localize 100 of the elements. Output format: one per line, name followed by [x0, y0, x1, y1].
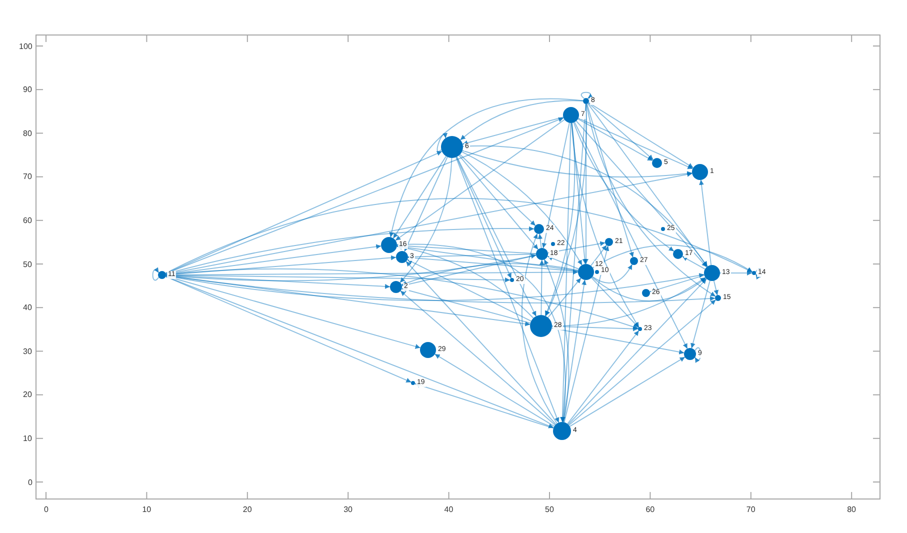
arrow	[574, 122, 688, 350]
arrow	[414, 382, 554, 429]
axis-tick-label: 60	[23, 216, 32, 225]
arrow	[401, 263, 579, 286]
node-marker	[578, 264, 594, 280]
arrow	[456, 156, 537, 317]
arrow	[592, 244, 753, 272]
arrow	[578, 118, 694, 170]
arrow	[544, 259, 570, 423]
node-marker	[752, 271, 756, 275]
arrow	[406, 260, 556, 425]
node-marker	[396, 251, 408, 263]
arrow	[165, 198, 753, 274]
arrow	[400, 290, 556, 426]
arrow	[396, 242, 566, 423]
arrow	[400, 158, 452, 284]
arrow	[462, 150, 693, 178]
self-loop-arrow	[436, 132, 447, 152]
node-marker	[673, 249, 683, 259]
self-loop-arrow	[152, 267, 160, 281]
arrow	[456, 156, 560, 424]
arrow	[434, 354, 555, 427]
axis-tick-label: 70	[23, 172, 32, 182]
axis-tick-label: 0	[44, 505, 48, 514]
arrow	[588, 102, 654, 160]
arrow	[690, 280, 710, 349]
node-marker	[390, 281, 402, 293]
arrow	[586, 104, 716, 297]
arrow	[548, 278, 582, 318]
arrow	[460, 100, 584, 140]
arrow	[395, 119, 565, 241]
node-marker	[563, 107, 579, 123]
axis-tick-label: 50	[23, 260, 32, 268]
arrow	[404, 156, 448, 252]
arrow	[571, 122, 640, 328]
arrow	[568, 278, 707, 425]
arrow	[462, 116, 564, 146]
node-marker	[510, 278, 514, 282]
axis-tick-label: 40	[444, 505, 454, 514]
arrow	[406, 259, 532, 322]
arrow	[458, 154, 539, 250]
axis-tick-label: 20	[23, 390, 32, 400]
arrow	[396, 244, 579, 272]
arrow	[542, 122, 570, 249]
arrow	[166, 268, 639, 330]
node-marker	[411, 381, 415, 385]
arrow	[551, 328, 685, 354]
arrow	[165, 276, 421, 349]
arrow	[165, 276, 412, 383]
arrow	[401, 287, 531, 324]
axis-tick-label: 60	[646, 505, 655, 514]
arrow	[591, 277, 640, 328]
node-marker	[652, 158, 662, 168]
arrow	[408, 254, 536, 260]
node-marker	[536, 248, 548, 260]
node-marker	[630, 257, 638, 265]
node-marker	[441, 136, 463, 158]
node-marker	[642, 289, 650, 297]
node-marker	[704, 265, 720, 281]
arrow	[552, 277, 706, 326]
arrow	[389, 98, 584, 238]
arrow	[396, 243, 536, 254]
axis-tick-label: 90	[23, 85, 32, 94]
arrow	[392, 156, 447, 239]
arrow	[461, 151, 582, 266]
axis-tick-label: 30	[344, 505, 352, 514]
axis-tick-label: 50	[545, 505, 554, 514]
node-marker	[381, 237, 397, 253]
node-marker	[553, 422, 571, 440]
node-marker	[158, 271, 166, 279]
arrow	[401, 254, 537, 288]
node-marker	[530, 315, 552, 337]
arrow	[539, 260, 544, 316]
axis-tick-label: 80	[23, 128, 32, 138]
axis-tick-label: 30	[23, 346, 32, 356]
arrow	[408, 255, 578, 272]
axis-tick-label: 70	[746, 505, 756, 514]
node-marker	[638, 327, 642, 331]
arrow	[587, 102, 708, 267]
arrow	[538, 234, 543, 248]
arrow	[571, 122, 588, 264]
axis-tick-label: 10	[142, 505, 152, 514]
arrow	[569, 356, 686, 427]
node-marker	[692, 164, 708, 180]
arrow	[165, 226, 534, 274]
arrow	[552, 326, 638, 332]
node-marker	[534, 224, 544, 234]
arrow	[592, 264, 633, 284]
node-marker	[661, 227, 665, 231]
arrow	[567, 330, 640, 424]
axis-tick-label: 20	[242, 505, 252, 514]
node-marker	[605, 238, 613, 246]
arrow	[396, 244, 534, 319]
node-marker	[715, 295, 721, 301]
arrow	[165, 172, 693, 275]
arrow	[588, 102, 694, 168]
arrow	[573, 122, 674, 252]
arrow	[562, 279, 587, 423]
arrow	[456, 156, 512, 279]
node-marker	[551, 242, 555, 246]
